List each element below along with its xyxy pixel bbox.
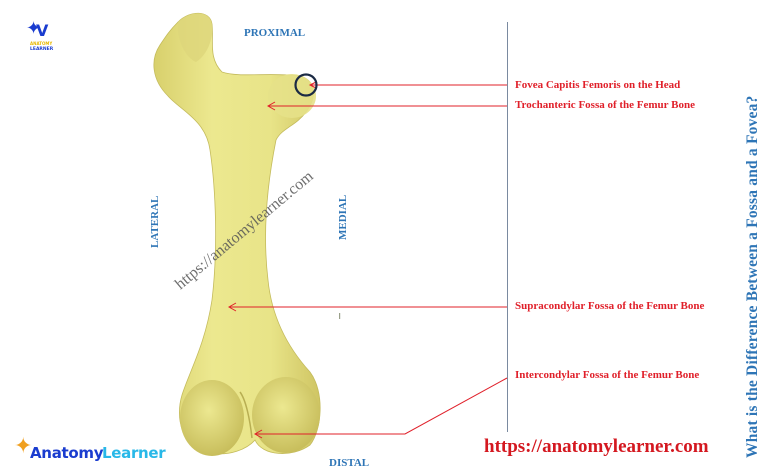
divider-line: [507, 22, 508, 432]
label-distal: DISTAL: [329, 457, 370, 469]
small-logo-line1: ANATOMY: [30, 41, 53, 46]
v-icon: V: [36, 21, 49, 40]
page-title: What is the Difference Between a Fossa a…: [744, 95, 761, 459]
runner-icon: ✦: [14, 434, 33, 459]
callout-trochanteric-fossa: Trochanteric Fossa of the Femur Bone: [515, 99, 695, 111]
brand-logo: ✦ Anatomy Learner: [14, 434, 184, 466]
label-proximal: PROXIMAL: [244, 27, 306, 39]
callout-intercondylar-fossa: Intercondylar Fossa of the Femur Bone: [515, 369, 700, 381]
brand-part1: Anatomy: [30, 444, 104, 462]
site-url: https://anatomylearner.com: [484, 436, 709, 457]
callout-fovea-capitis: Fovea Capitis Femoris on the Head: [515, 79, 681, 91]
label-lateral: LATERAL: [149, 195, 161, 248]
runner-icon: ✦: [26, 18, 42, 39]
label-medial: MEDIAL: [337, 194, 349, 240]
small-logo: ✦ V ANATOMY LEARNER: [24, 20, 54, 56]
callout-supracondylar-fossa: Supracondylar Fossa of the Femur Bone: [515, 300, 705, 312]
small-logo-line2: LEARNER: [30, 47, 54, 52]
fovea-highlight-circle: [294, 73, 318, 97]
brand-part2: Learner: [102, 444, 166, 462]
